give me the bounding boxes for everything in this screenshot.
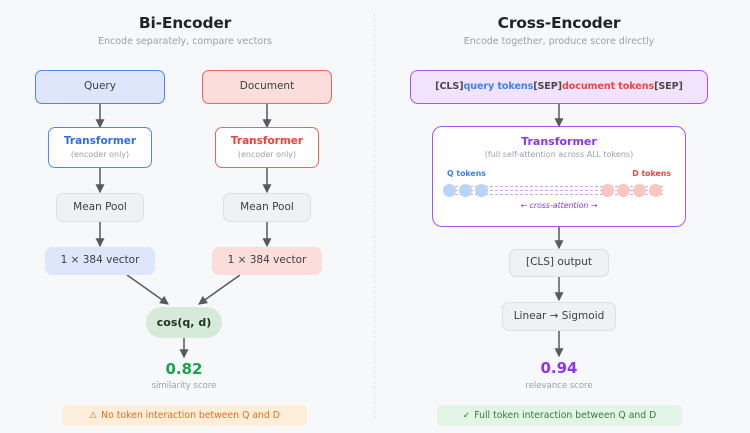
node-query-label: Query [84, 80, 116, 93]
node-transformer-query[interactable]: Transformer (encoder only) [48, 127, 152, 168]
right-banner-text: Full token interaction between Q and D [474, 410, 657, 421]
left-score-caption: similarity score [151, 381, 217, 391]
token-cls-open: [CLS] [435, 81, 464, 92]
cross-attention-line-1 [455, 186, 663, 187]
right-banner: ✓ Full token interaction between Q and D [437, 405, 682, 426]
mean-pool-query-label: Mean Pool [73, 200, 127, 213]
node-query[interactable]: Query [35, 70, 165, 104]
token-sep-mid: [SEP] [533, 81, 562, 92]
node-document[interactable]: Document [202, 70, 332, 104]
transformer-document-sub: (encoder only) [237, 149, 297, 159]
q-token-dot [459, 184, 472, 197]
cross-attention-label: ← cross-attention → [520, 201, 598, 210]
q-tokens-label: Q tokens [447, 169, 486, 178]
node-cosine-similarity[interactable]: cos(q, d) [146, 307, 222, 338]
node-linear-sigmoid[interactable]: Linear → Sigmoid [502, 302, 616, 331]
left-banner-text: No token interaction between Q and D [101, 410, 280, 421]
cross-transformer-title: Transformer [521, 135, 597, 148]
d-tokens-label: D tokens [632, 169, 671, 178]
node-token-string[interactable]: [CLS]query tokens[SEP]document tokens[SE… [410, 70, 708, 104]
d-token-dot [649, 184, 662, 197]
token-lane: Q tokens D tokens ← cross-attention → [433, 169, 685, 213]
node-mean-pool-query[interactable]: Mean Pool [56, 193, 144, 222]
node-cls-output[interactable]: [CLS] output [509, 249, 609, 277]
token-document: document tokens [561, 81, 655, 92]
mean-pool-document-label: Mean Pool [240, 200, 294, 213]
node-transformer-document[interactable]: Transformer (encoder only) [215, 127, 319, 168]
q-token-dot [443, 184, 456, 197]
right-panel-subtitle: Encode together, produce score directly [463, 36, 655, 47]
vector-query-label: 1 × 384 vector [60, 254, 140, 267]
d-token-dot [617, 184, 630, 197]
left-panel-title: Bi-Encoder [138, 14, 232, 32]
right-panel-title: Cross-Encoder [497, 14, 621, 32]
token-string: [CLS]query tokens[SEP]document tokens[SE… [435, 81, 683, 93]
d-token-dot [601, 184, 614, 197]
node-mean-pool-document[interactable]: Mean Pool [223, 193, 311, 222]
cosine-label: cos(q, d) [156, 315, 212, 329]
cross-attention-line-2 [455, 190, 663, 191]
transformer-query-sub: (encoder only) [70, 149, 130, 159]
transformer-document-title: Transformer [230, 135, 304, 148]
node-vector-document[interactable]: 1 × 384 vector [212, 247, 322, 275]
left-panel-subtitle: Encode separately, compare vectors [98, 36, 272, 47]
d-token-dot [633, 184, 646, 197]
token-sep-end: [SEP] [654, 81, 683, 92]
panel-divider [374, 14, 375, 419]
cross-attention-line-3 [455, 194, 663, 195]
transformer-query-title: Transformer [63, 135, 137, 148]
cls-output-label: [CLS] output [525, 256, 592, 269]
linear-sigmoid-label: Linear → Sigmoid [513, 309, 605, 322]
node-cross-transformer[interactable]: Transformer (full self-attention across … [432, 126, 686, 227]
left-banner: ⚠ No token interaction between Q and D [62, 405, 307, 426]
token-query: query tokens [463, 81, 534, 92]
vector-document-label: 1 × 384 vector [227, 254, 307, 267]
right-score-caption: relevance score [525, 381, 593, 391]
left-score-value: 0.82 [165, 360, 203, 378]
node-document-label: Document [239, 80, 295, 93]
check-icon: ✓ [462, 410, 471, 421]
node-vector-query[interactable]: 1 × 384 vector [45, 247, 155, 275]
q-token-dot [475, 184, 488, 197]
right-score-value: 0.94 [540, 359, 578, 377]
warning-icon: ⚠ [89, 410, 98, 421]
cross-transformer-sub: (full self-attention across ALL tokens) [484, 150, 634, 159]
